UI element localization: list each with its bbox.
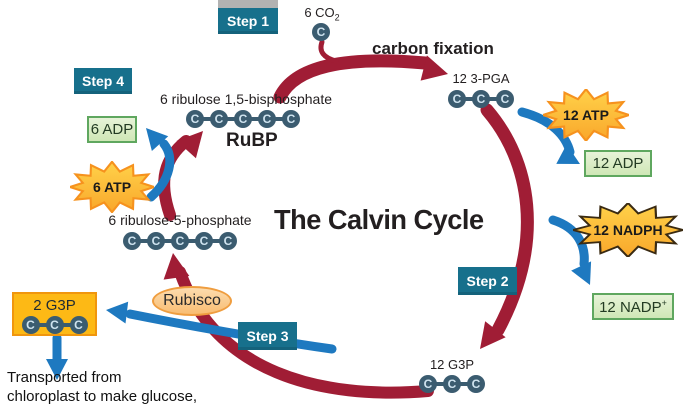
nadp12-superscript: + bbox=[661, 297, 667, 308]
carbon-atom: C bbox=[312, 23, 330, 41]
co2-carbon-chain: C bbox=[312, 23, 330, 41]
carbon-bond bbox=[62, 323, 71, 327]
step-3-label: Step 3 bbox=[246, 328, 289, 344]
carbon-bond bbox=[436, 382, 444, 386]
cropped-panel-edge bbox=[218, 0, 278, 8]
carbon-bond bbox=[164, 239, 172, 243]
carbon-atom: C bbox=[45, 316, 64, 334]
carbon-bond bbox=[188, 239, 196, 243]
carbon-bond bbox=[489, 97, 497, 101]
carbon-bond bbox=[251, 117, 259, 121]
carbon-atom: C bbox=[419, 375, 437, 393]
transport-note-line1: Transported from bbox=[7, 369, 122, 386]
adp6-label: 6 ADP bbox=[90, 121, 134, 138]
transfer-arrow-to-2g3p bbox=[106, 301, 337, 354]
carbon-fixation-label: carbon fixation bbox=[372, 39, 494, 58]
carbon-atom: C bbox=[195, 232, 213, 250]
r5p-label: 6 ribulose-5-phosphate bbox=[108, 212, 252, 228]
carbon-atom: C bbox=[171, 232, 189, 250]
atp12-starburst: 12 ATP bbox=[543, 89, 629, 141]
carbon-bond bbox=[227, 117, 235, 121]
nadph12-starburst: 12 NADPH bbox=[573, 203, 683, 257]
carbon-bond bbox=[203, 117, 211, 121]
nadp12-label: 12 NADP+ bbox=[599, 297, 667, 316]
carbon-atom: C bbox=[282, 110, 300, 128]
pga-label: 12 3-PGA bbox=[452, 71, 510, 86]
adp12-box: 12 ADP bbox=[584, 150, 652, 177]
atp6-starburst: 6 ATP bbox=[70, 161, 154, 213]
transport-note-line2: chloroplast to make glucose, bbox=[7, 388, 198, 405]
rubp-full-label: 6 ribulose 1,5-bisphosphate bbox=[160, 91, 333, 107]
atp12-label: 12 ATP bbox=[563, 107, 609, 123]
carbon-bond bbox=[38, 323, 47, 327]
nadp12-box: 12 NADP+ bbox=[592, 293, 674, 320]
carbon-atom: C bbox=[147, 232, 165, 250]
carbon-atom: C bbox=[472, 90, 490, 108]
carbon-atom: C bbox=[210, 110, 228, 128]
carbon-bond bbox=[275, 117, 283, 121]
step-1-label: Step 1 bbox=[226, 13, 269, 29]
carbon-atom: C bbox=[467, 375, 485, 393]
cycle-arrow-carbon-fixation bbox=[273, 39, 448, 104]
transfer-arrow-export-g3p bbox=[46, 333, 68, 380]
carbon-atom: C bbox=[186, 110, 204, 128]
g3p2-label: 2 G3P bbox=[33, 297, 76, 314]
step-4-label: Step 4 bbox=[81, 73, 124, 89]
carbon-atom: C bbox=[234, 110, 252, 128]
co2-label: 6 CO2 bbox=[304, 5, 340, 23]
nadph12-label: 12 NADPH bbox=[593, 222, 663, 238]
transfer-arrow-atp12-adp12 bbox=[517, 107, 580, 164]
step-2-badge: Step 2 bbox=[458, 267, 517, 295]
carbon-bond bbox=[140, 239, 148, 243]
transport-note: Transported from chloroplast to make glu… bbox=[7, 368, 197, 406]
adp12-label: 12 ADP bbox=[592, 155, 644, 172]
carbon-atom: C bbox=[69, 316, 88, 334]
rubisco-label: Rubisco bbox=[163, 292, 221, 309]
carbon-atom: C bbox=[448, 90, 466, 108]
step-3-badge: Step 3 bbox=[238, 322, 297, 350]
carbon-atom: C bbox=[443, 375, 461, 393]
carbon-bond bbox=[212, 239, 220, 243]
carbon-atom: C bbox=[258, 110, 276, 128]
rubp-abbr-label: RuBP bbox=[226, 130, 278, 151]
carbon-atom: C bbox=[21, 316, 40, 334]
transfer-arrow-atp6-adp6 bbox=[146, 128, 175, 202]
carbon-atom: C bbox=[496, 90, 514, 108]
step-1-badge: Step 1 bbox=[218, 8, 278, 34]
starburst-icon bbox=[573, 203, 683, 257]
co2-subscript: 2 bbox=[334, 12, 340, 23]
starburst-icon bbox=[70, 161, 154, 213]
diagram-title: The Calvin Cycle bbox=[274, 204, 484, 235]
carbon-bond bbox=[460, 382, 468, 386]
g3p12-label: 12 G3P bbox=[429, 357, 475, 372]
transfer-arrow-nadph-nadp bbox=[548, 215, 592, 285]
starburst-icon bbox=[543, 89, 629, 141]
step-2-label: Step 2 bbox=[466, 273, 509, 289]
cycle-arrow-step2 bbox=[480, 103, 534, 349]
carbon-atom: C bbox=[123, 232, 141, 250]
carbon-bond bbox=[465, 97, 473, 101]
step-4-badge: Step 4 bbox=[74, 68, 132, 94]
adp6-box: 6 ADP bbox=[87, 116, 137, 143]
carbon-atom: C bbox=[219, 232, 237, 250]
atp6-label: 6 ATP bbox=[92, 179, 132, 195]
rubisco-enzyme-oval: Rubisco bbox=[152, 286, 232, 316]
